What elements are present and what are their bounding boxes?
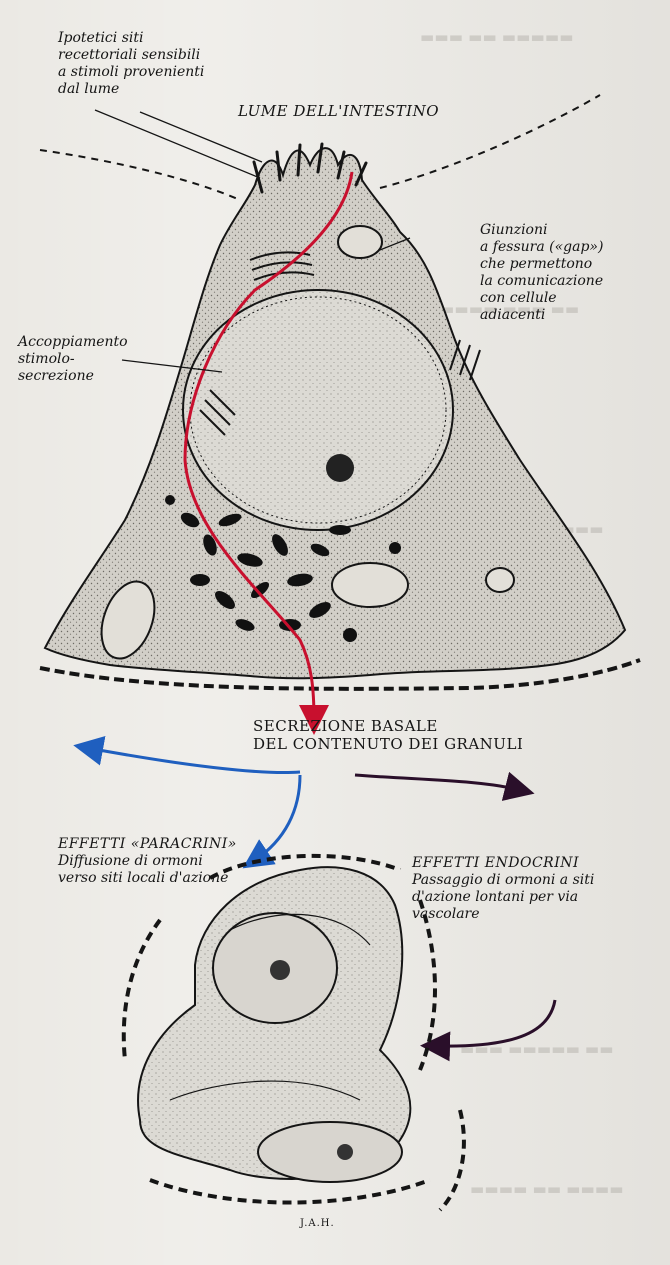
endocrine-arrow	[354, 771, 557, 1062]
stimulus-secretion-path	[183, 171, 354, 735]
capillary	[137, 866, 412, 1183]
label-coupling: Accoppiamento stimolo- secrezione	[18, 334, 128, 385]
epithelium-dashed-line	[39, 94, 601, 201]
capillary-membrane	[121, 853, 466, 1212]
artist-signature: J.A.H.	[300, 1218, 335, 1229]
label-basal-secretion: SECREZIONE BASALE DEL CONTENUTO DEI GRAN…	[253, 717, 524, 754]
label-lumen: LUME DELL'INTESTINO	[238, 102, 440, 120]
golgi-stacks	[199, 251, 481, 436]
label-gap-junctions: Giunzioni a fessura («gap») che permetto…	[480, 222, 604, 324]
label-endocrine: EFFETTI ENDOCRINI Passaggio di ormoni a …	[412, 855, 595, 923]
mitochondria	[100, 225, 515, 660]
cell-nucleus	[182, 289, 454, 531]
secretory-granules	[165, 495, 401, 642]
leader-lines	[94, 109, 411, 373]
paracrine-arrow	[73, 735, 302, 869]
label-receptor-sites: Ipotetici siti recettoriali sensibili a …	[58, 30, 205, 98]
basement-membrane	[39, 658, 641, 691]
label-paracrine: EFFETTI «PARACRINI» Diffusione di ormoni…	[58, 836, 237, 887]
